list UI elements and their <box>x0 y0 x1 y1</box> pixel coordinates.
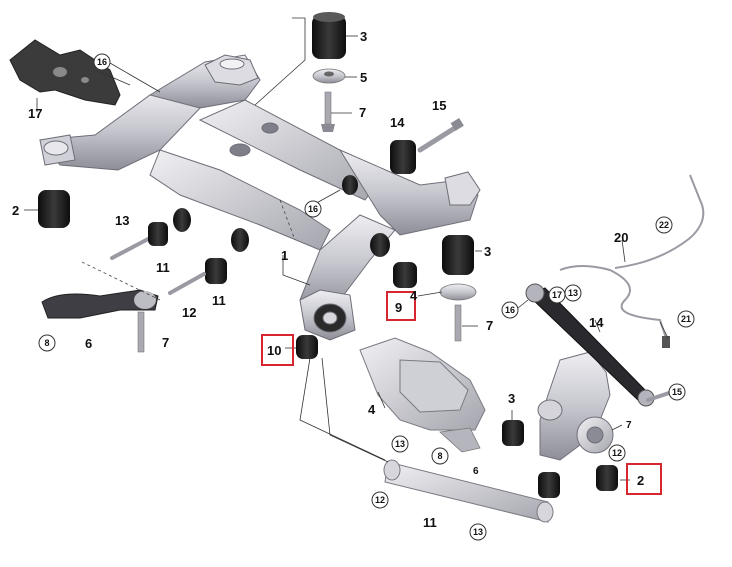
link-part-6-low <box>439 427 481 453</box>
circle-label-21: 21 <box>677 310 695 328</box>
label-6-left: 6 <box>85 336 92 351</box>
bushing-part-9 <box>393 262 417 288</box>
label-11-b: 11 <box>212 293 226 308</box>
label-2-left: 2 <box>12 203 19 218</box>
circle-label-12-knuckle: 12 <box>608 444 626 462</box>
top-washer-part-5 <box>312 68 346 84</box>
highlight-boxes <box>261 291 662 495</box>
sensor-head-part-21 <box>662 336 670 348</box>
svg-text:13: 13 <box>473 527 483 537</box>
label-7-top: 7 <box>359 105 366 120</box>
bushing-knuckle-lower <box>538 472 560 498</box>
label-7-mid: 7 <box>486 318 493 333</box>
circle-label-8-left: 8 <box>38 334 56 352</box>
right-bolt-part-7 <box>454 304 462 342</box>
dashed-leader-lines <box>81 199 296 301</box>
svg-text:13: 13 <box>395 439 405 449</box>
circled-labels: 16 16 16 8 8 13 13 12 12 17 13 15 21 22 <box>38 53 695 541</box>
label-11-a: 11 <box>156 260 170 275</box>
label-11-low: 11 <box>423 515 437 530</box>
bolt-part-7-left <box>137 311 145 353</box>
svg-text:16: 16 <box>308 204 318 214</box>
bolt-part-15-arm <box>646 390 674 402</box>
circle-label-13-low-a: 13 <box>391 435 409 453</box>
bolt-part-12-a <box>168 272 206 295</box>
label-1: 1 <box>281 248 288 263</box>
right-washer-part-5 <box>439 283 477 301</box>
lower-link-part-11 <box>383 459 554 523</box>
top-mount-bushing-part-3 <box>312 12 346 59</box>
svg-text:13: 13 <box>568 288 578 298</box>
svg-text:16: 16 <box>97 57 107 67</box>
label-10: 10 <box>267 343 281 358</box>
bushing-part-10 <box>296 335 318 359</box>
upper-arm-part-14 <box>525 283 655 407</box>
bushing-part-14-top <box>390 140 416 174</box>
circle-label-22: 22 <box>655 216 673 234</box>
circle-label-13-arm: 13 <box>564 284 582 302</box>
lower-control-arm-part-4 <box>359 337 486 431</box>
sensor-cable-part-20 <box>559 174 705 339</box>
svg-text:21: 21 <box>681 314 691 324</box>
label-5: 5 <box>360 70 367 85</box>
bushing-part-3-low <box>502 420 524 446</box>
label-12-a: 12 <box>182 305 196 320</box>
highlight-box-part-10 <box>261 334 294 366</box>
label-3-top: 3 <box>360 29 367 44</box>
part-labels: 1 2 2 3 3 3 4 4 5 6 6 7 7 7 7 9 10 11 11… <box>12 29 644 530</box>
right-mount-bushing-part-3 <box>442 235 474 275</box>
label-3-mid: 3 <box>484 244 491 259</box>
circle-label-12-low: 12 <box>371 491 389 509</box>
label-14-top: 14 <box>390 115 405 130</box>
svg-text:17: 17 <box>552 290 562 300</box>
circle-label-15-arm: 15 <box>668 383 686 401</box>
label-3-low: 3 <box>508 391 515 406</box>
svg-text:22: 22 <box>659 220 669 230</box>
label-4-low: 4 <box>368 402 376 417</box>
circle-label-8-low: 8 <box>431 447 449 465</box>
wheel-knuckle <box>537 351 614 461</box>
label-2-right: 2 <box>637 473 644 488</box>
leader-lines <box>24 17 669 481</box>
bushing-part-11-a <box>148 222 168 246</box>
highlight-box-part-2 <box>626 463 662 495</box>
svg-text:15: 15 <box>672 387 682 397</box>
circle-label-16-arm: 16 <box>501 301 519 319</box>
svg-text:16: 16 <box>505 305 515 315</box>
label-20: 20 <box>614 230 628 245</box>
circle-label-13-low-b: 13 <box>469 523 487 541</box>
svg-text:12: 12 <box>612 448 622 458</box>
bolt-part-15-top <box>417 117 464 153</box>
subframe-bushings <box>173 175 390 257</box>
bushing-part-2-right <box>596 465 618 491</box>
label-17-left: 17 <box>28 106 42 121</box>
label-4-mid: 4 <box>410 288 418 303</box>
top-bolt-part-7 <box>321 91 335 132</box>
label-15-top: 15 <box>432 98 446 113</box>
svg-text:12: 12 <box>375 495 385 505</box>
label-7-knuckle: 7 <box>626 420 632 431</box>
bushing-part-11-b <box>205 258 227 284</box>
bolt-part-13-left <box>110 236 152 260</box>
circle-label-16-mid: 16 <box>304 200 322 218</box>
label-7-left: 7 <box>162 335 169 350</box>
svg-text:8: 8 <box>437 451 442 461</box>
label-6-low: 6 <box>473 466 479 477</box>
bushing-part-2-left <box>38 190 70 228</box>
label-13-a: 13 <box>115 213 129 228</box>
control-arm-part-6-left <box>41 289 159 319</box>
rear-subframe <box>39 54 481 341</box>
svg-text:8: 8 <box>44 338 49 348</box>
heat-shield-part-17 <box>9 39 121 106</box>
circle-label-17-arm: 17 <box>548 286 566 304</box>
highlight-box-part-9 <box>386 291 416 321</box>
label-14-arm: 14 <box>589 315 604 330</box>
label-9: 9 <box>395 300 402 315</box>
circle-label-16-top: 16 <box>93 53 111 71</box>
